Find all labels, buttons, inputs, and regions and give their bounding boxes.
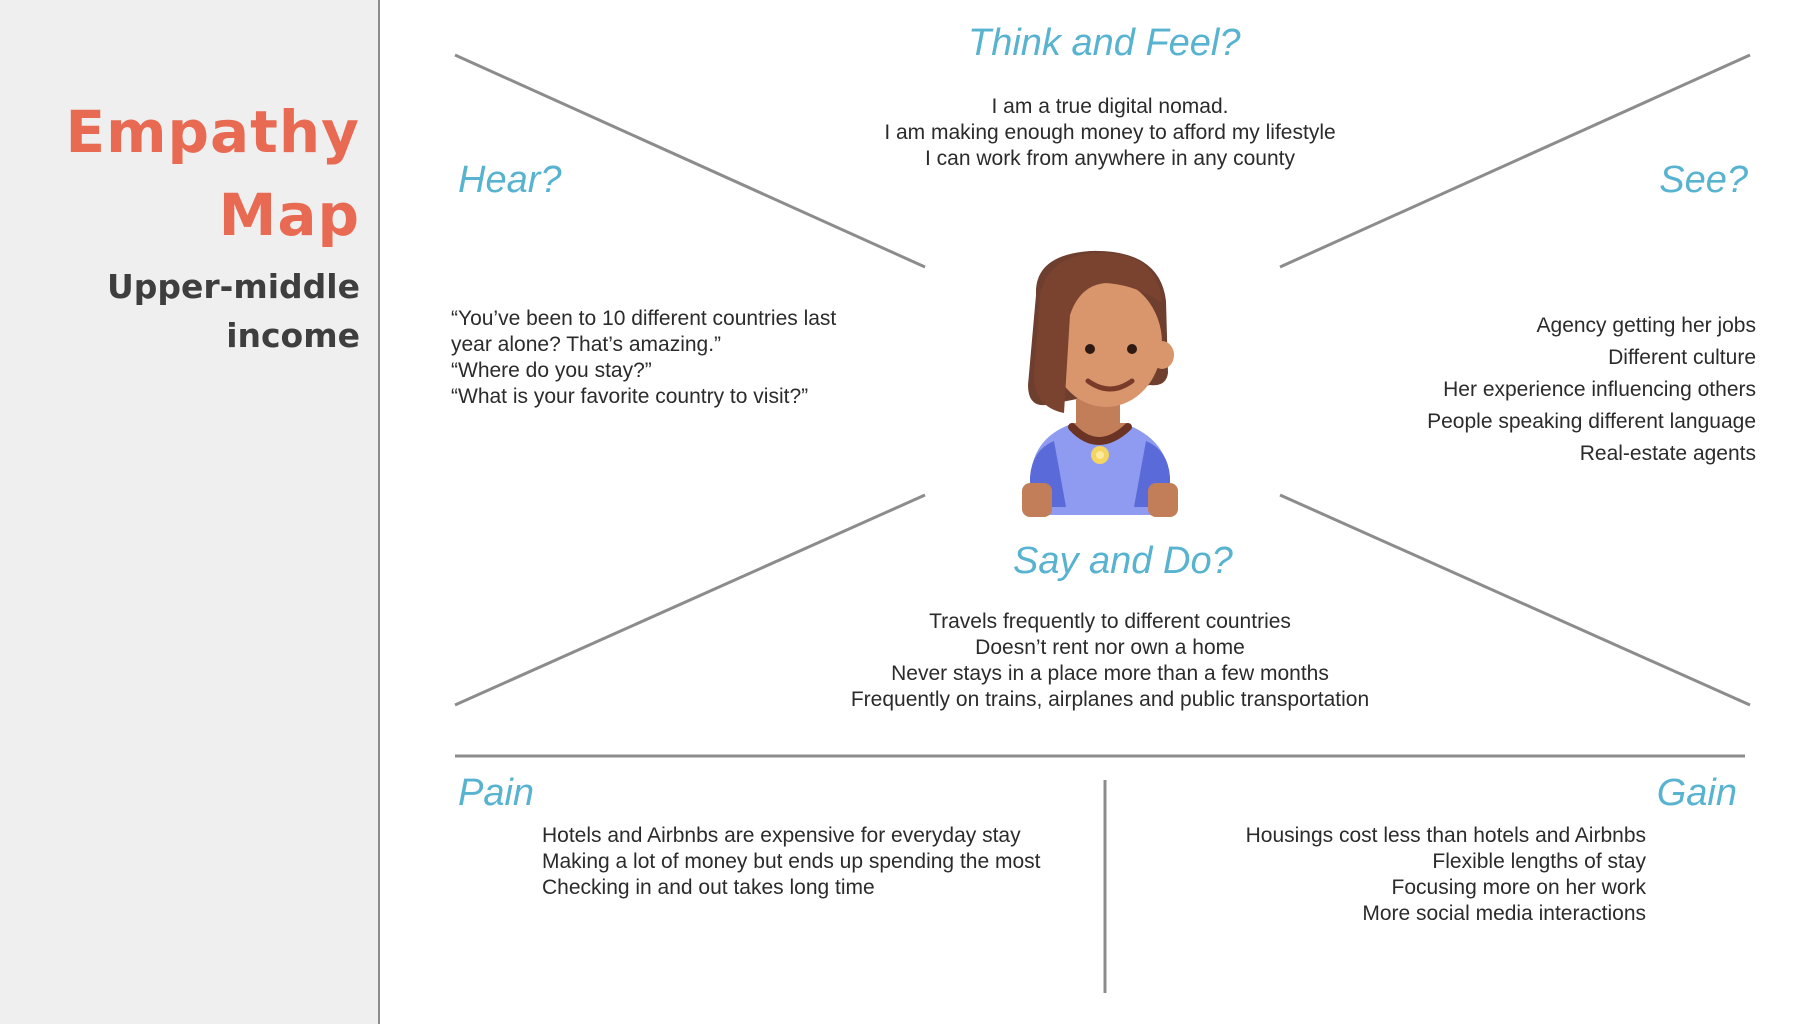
list-item: Doesn’t rent nor own a home <box>975 636 1245 659</box>
heading-pain: Pain <box>458 772 535 814</box>
list-item: Real-estate agents <box>1579 442 1756 465</box>
pain-list: Hotels and Airbnbs are expensive for eve… <box>542 823 1040 901</box>
list-item: I am making enough money to afford my li… <box>884 121 1336 144</box>
list-item: year alone? That’s amazing.” <box>451 333 722 356</box>
list-item: Focusing more on her work <box>1391 876 1646 899</box>
list-item: Frequently on trains, airplanes and publ… <box>850 688 1370 711</box>
divider-top-right <box>1279 53 1751 269</box>
sidebar: Empathy Map Upper-middle income <box>0 0 380 1024</box>
list-item: Hotels and Airbnbs are expensive for eve… <box>542 824 1021 847</box>
divider-bottom-right <box>1279 493 1751 707</box>
list-item: Never stays in a place more than a few m… <box>891 662 1329 685</box>
list-item: “What is your favorite country to visit?… <box>451 385 809 408</box>
see-list: Agency getting her jobs Different cultur… <box>1427 310 1756 470</box>
heading-hear: Hear? <box>458 159 562 201</box>
list-item: “You’ve been to 10 different countries l… <box>451 307 837 330</box>
persona-subtitle: Upper-middle income <box>106 267 360 355</box>
woman-avatar-icon <box>1022 250 1178 517</box>
title-map: Map <box>218 181 360 249</box>
divider-bottom-left <box>454 493 926 707</box>
title-empathy: Empathy <box>65 98 360 166</box>
say-do-list: Travels frequently to different countrie… <box>810 609 1410 713</box>
list-item: Checking in and out takes long time <box>542 876 875 899</box>
think-feel-list: I am a true digital nomad. I am making e… <box>835 94 1385 172</box>
heading-gain: Gain <box>1656 772 1737 814</box>
list-item: People speaking different language <box>1427 410 1756 433</box>
list-item: Making a lot of money but ends up spendi… <box>542 850 1041 873</box>
list-item: Travels frequently to different countrie… <box>929 610 1291 633</box>
list-item: Different culture <box>1608 346 1756 369</box>
heading-say-do: Say and Do? <box>1013 540 1233 582</box>
list-item: “Where do you stay?” <box>451 359 652 382</box>
hear-list: “You’ve been to 10 different countries l… <box>451 306 836 410</box>
heading-think-feel: Think and Feel? <box>968 22 1241 64</box>
list-item: More social media interactions <box>1362 902 1646 925</box>
list-item: Her experience influencing others <box>1443 378 1756 401</box>
divider-top-left <box>454 53 926 269</box>
list-item: Flexible lengths of stay <box>1432 850 1646 873</box>
gain-list: Housings cost less than hotels and Airbn… <box>1246 823 1646 927</box>
list-item: Agency getting her jobs <box>1536 314 1756 337</box>
list-item: I can work from anywhere in any county <box>924 147 1295 170</box>
list-item: Housings cost less than hotels and Airbn… <box>1245 824 1646 847</box>
list-item: I am a true digital nomad. <box>991 95 1229 118</box>
heading-see: See? <box>1659 159 1748 201</box>
